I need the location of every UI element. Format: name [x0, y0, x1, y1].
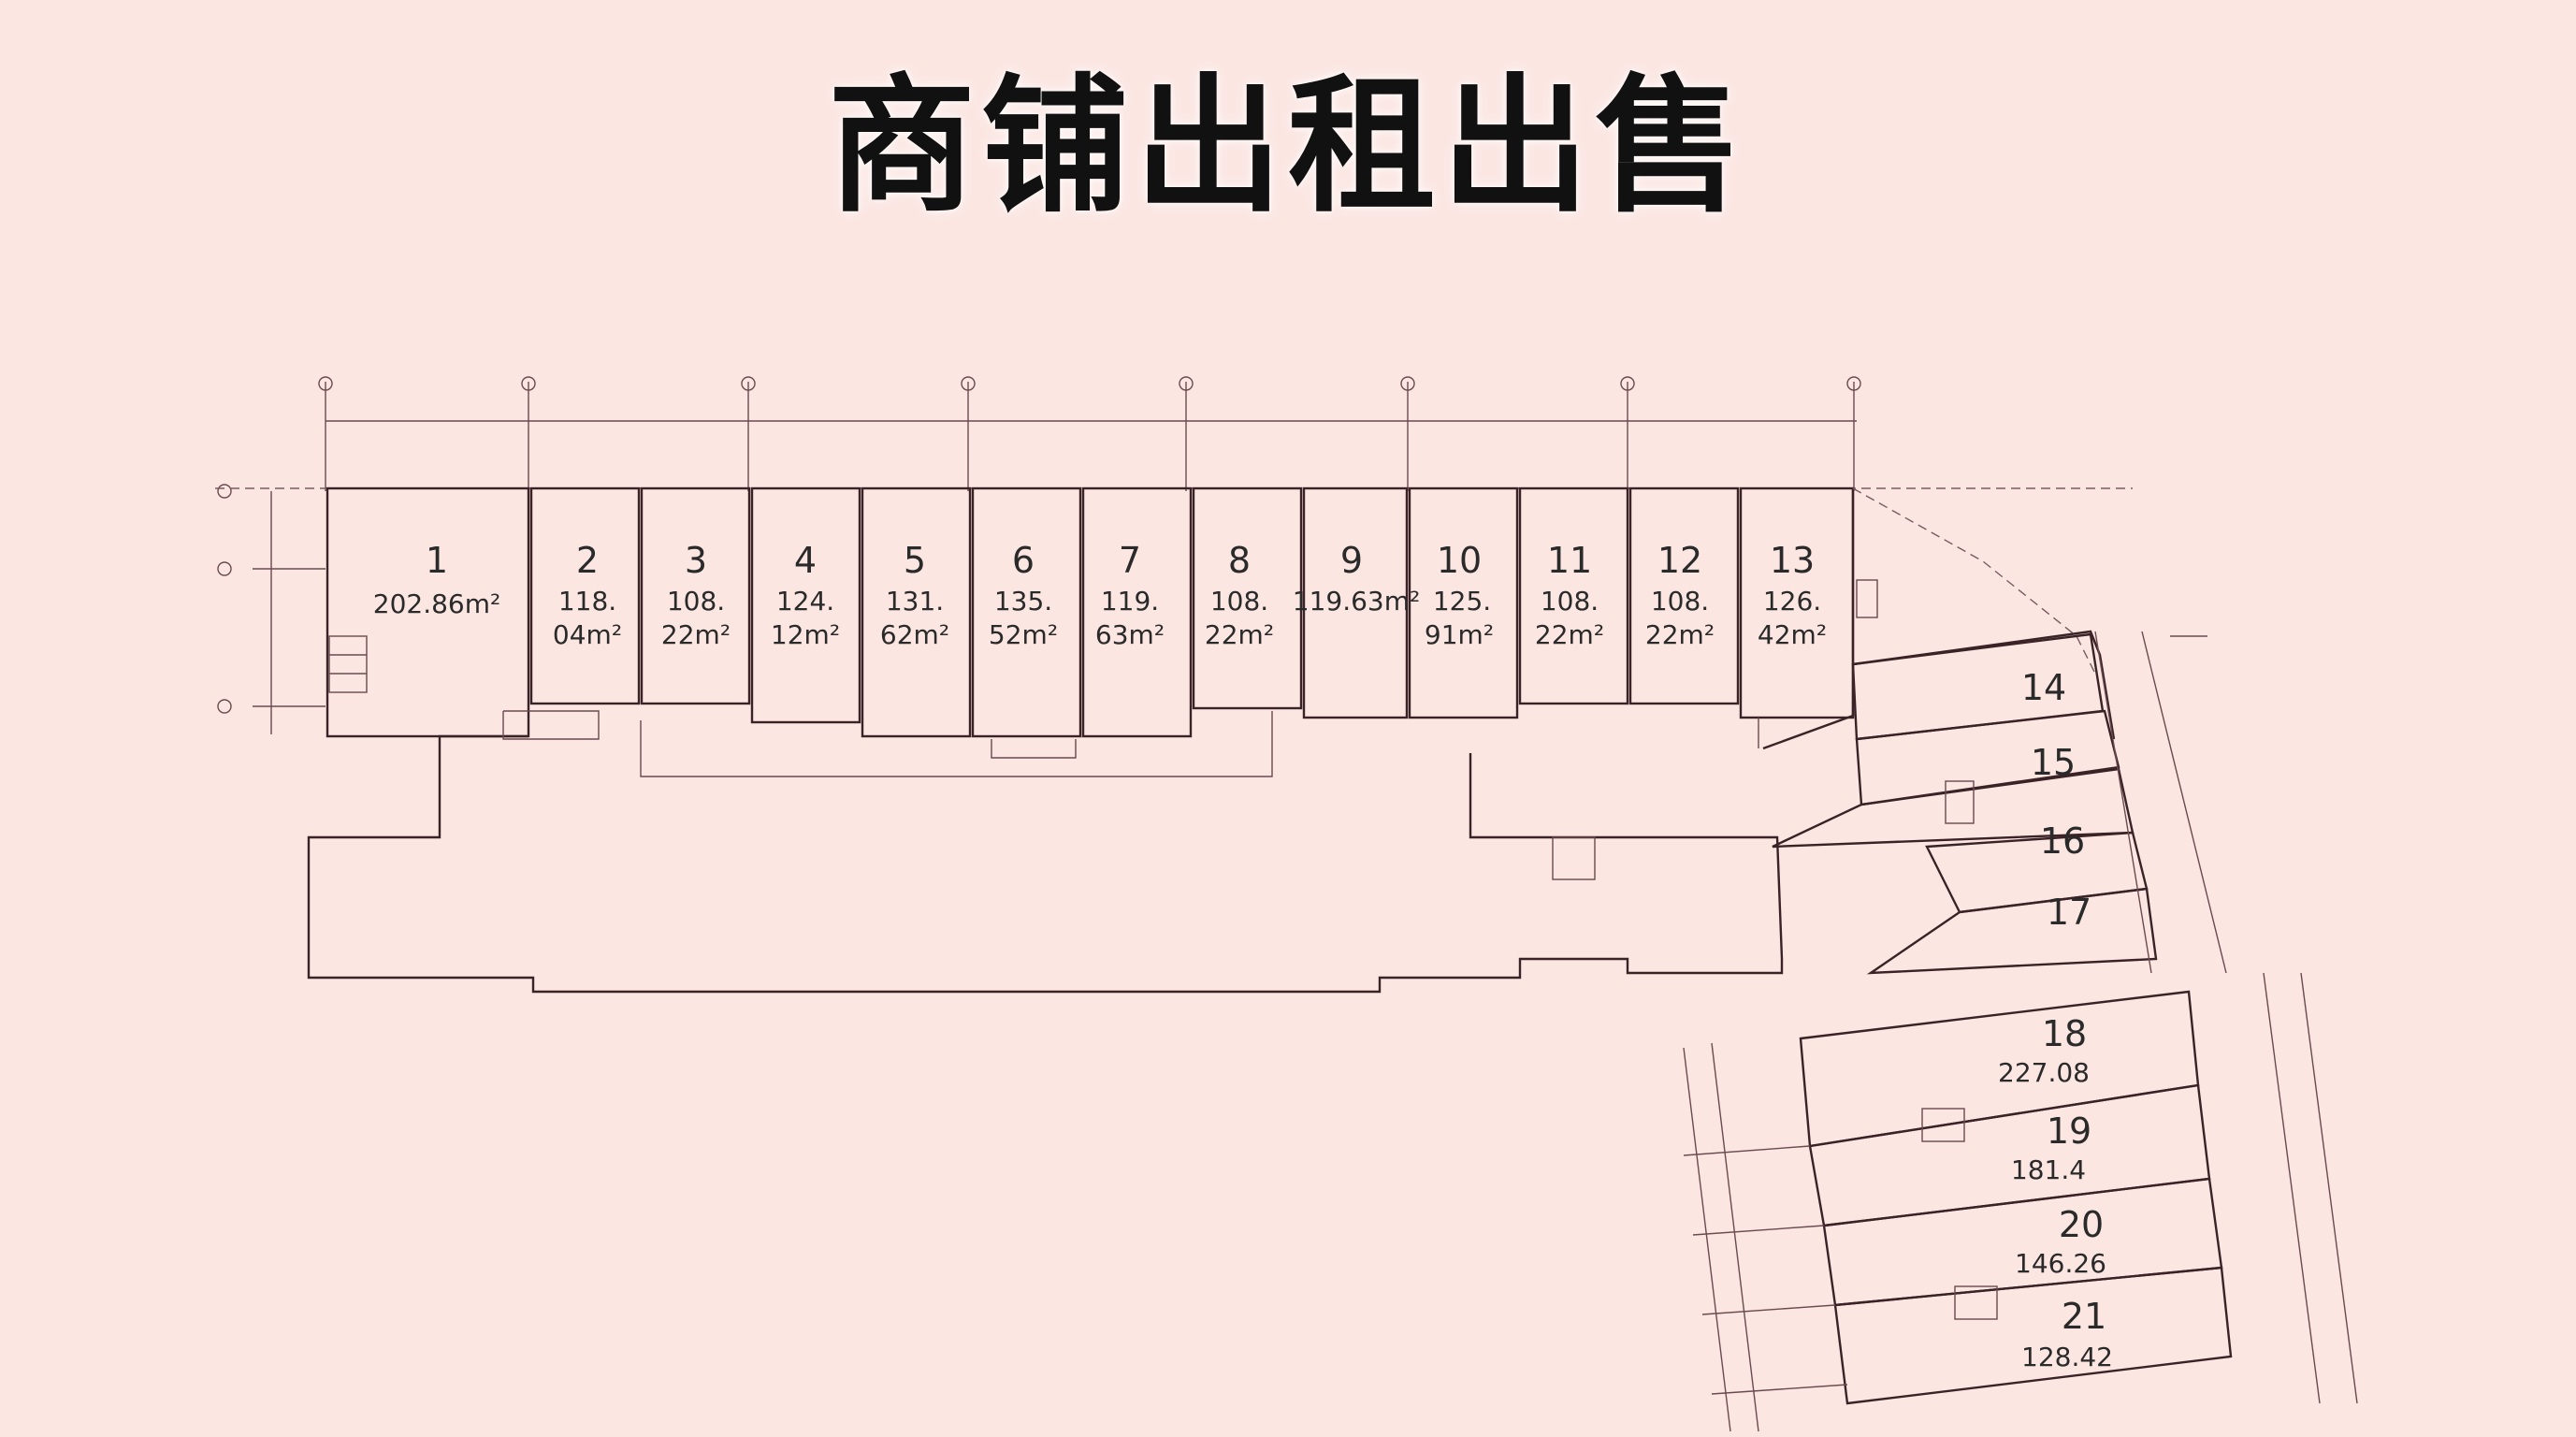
shop-area: 42m² [1758, 619, 1827, 650]
shop-wing-right [1762, 487, 2227, 975]
shop-number: 4 [794, 540, 817, 581]
shop-number: 14 [2021, 667, 2066, 708]
shop-area: 126. [1763, 586, 1821, 617]
shop-number: 1 [426, 540, 448, 581]
shop-number: 11 [1547, 540, 1592, 581]
shop-number: 13 [1770, 540, 1815, 581]
dimension-lines [215, 376, 2133, 734]
shop-area: 108. [1651, 586, 1709, 617]
shop-area: 119. [1101, 586, 1159, 617]
shop-number: 15 [2031, 742, 2076, 783]
shop-area: 62m² [880, 619, 949, 650]
shop-number: 18 [2042, 1013, 2087, 1054]
page-title: 商铺出租出售 [828, 61, 1748, 233]
shop-area: 52m² [989, 619, 1058, 650]
shop-area: 181.4 [2011, 1154, 2086, 1185]
shop-wing-lower [1683, 972, 2358, 1432]
shop-area: 108. [667, 586, 725, 617]
shop-labels: 1 202.86m² 2 118. 04m² 3 108. 22m² 4 124… [373, 540, 2113, 1372]
shop-area: 227.08 [1998, 1057, 2090, 1088]
shop-area: 22m² [1645, 619, 1715, 650]
shop-area: 146.26 [2015, 1248, 2106, 1279]
shop-number: 3 [685, 540, 707, 581]
shop-number: 5 [904, 540, 926, 581]
shop-number: 20 [2059, 1204, 2104, 1245]
shop-area: 119.63m² [1293, 586, 1420, 617]
building-outline [307, 710, 1784, 994]
shop-area: 108. [1541, 586, 1599, 617]
shop-number: 10 [1437, 540, 1482, 581]
shop-area: 202.86m² [373, 588, 500, 619]
shop-area: 118. [558, 586, 616, 617]
shop-area: 12m² [771, 619, 840, 650]
shop-area: 135. [994, 586, 1052, 617]
shop-area: 63m² [1095, 619, 1165, 650]
shop-area: 22m² [1535, 619, 1604, 650]
shop-number: 16 [2040, 820, 2085, 862]
shop-area: 108. [1210, 586, 1268, 617]
shop-number: 19 [2047, 1110, 2091, 1152]
shop-number: 17 [2047, 892, 2091, 933]
shop-number: 2 [576, 540, 599, 581]
shop-number: 7 [1119, 540, 1141, 581]
shop-area: 125. [1433, 586, 1491, 617]
shop-area: 22m² [1205, 619, 1274, 650]
shop-number: 8 [1228, 540, 1251, 581]
shop-row-main [326, 486, 1855, 738]
shop-area: 131. [886, 586, 944, 617]
shop-area: 04m² [553, 619, 622, 650]
shop-number: 9 [1340, 540, 1363, 581]
shop-area: 124. [776, 586, 834, 617]
shop-area: 91m² [1425, 619, 1494, 650]
shop-number: 12 [1657, 540, 1702, 581]
shop-area: 22m² [661, 619, 731, 650]
shop-number: 21 [2062, 1296, 2106, 1337]
shop-area: 128.42 [2021, 1342, 2113, 1372]
shop-number: 6 [1012, 540, 1035, 581]
